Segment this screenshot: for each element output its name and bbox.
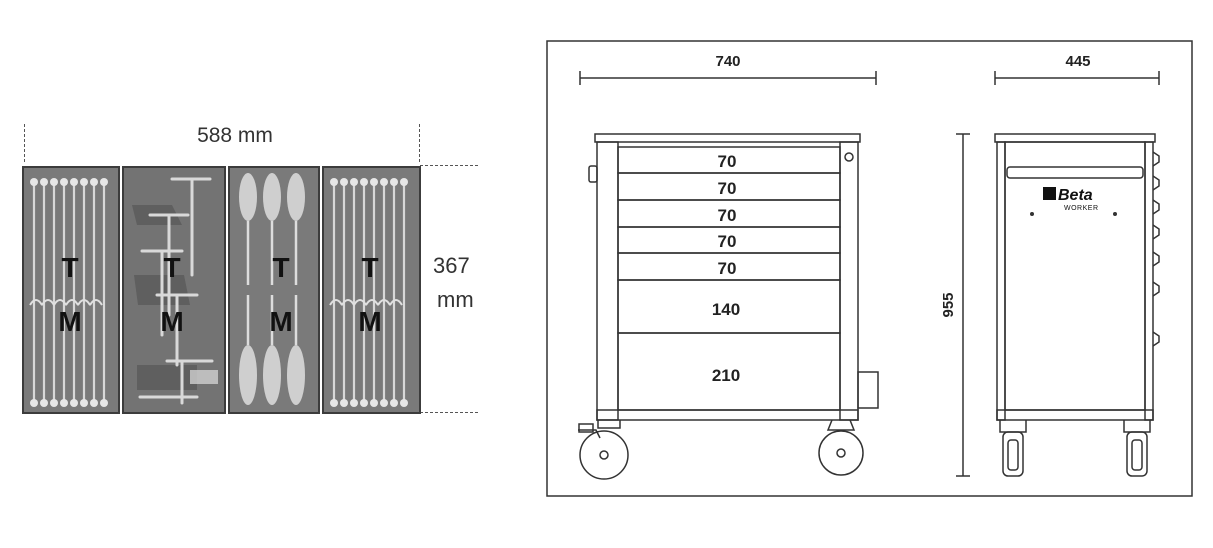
front-width-label: 740 [715,53,740,70]
side-height-label: 955 [940,292,957,317]
tray-module-wrenches-1 [22,166,120,414]
module-3-letter-m: M [269,306,292,337]
tray-height-unit: mm [437,287,474,312]
beta-logo: Beta WORKER [1043,187,1099,212]
tray-height-ext-bottom [420,412,478,413]
tray-width-ext-left [24,124,25,162]
module-1-letter-m: M [58,306,81,337]
drawer-7-height: 210 [712,366,740,385]
front-view [588,133,879,421]
tray-modules: T M T M T M T M [22,166,421,414]
tray-module-t-handles [122,166,226,414]
front-width-dimension [579,71,877,85]
side-wheel-right [1123,420,1151,477]
tray-height-ext-top [420,165,478,166]
side-height-dimension [956,133,970,477]
tray-module-wrenches-2 [322,166,421,414]
front-wheel-right [818,419,864,476]
side-depth-label: 445 [1065,53,1090,70]
module-2-letter-m: M [160,306,183,337]
drawer-2-height: 70 [718,179,737,198]
beta-logo-sub: WORKER [1064,205,1099,212]
module-3-letter-t: T [272,252,289,283]
module-4-letter-t: T [361,252,378,283]
drawer-1-height: 70 [718,152,737,171]
side-wheel-left [999,420,1027,477]
side-depth-dimension [994,71,1160,85]
module-4-letter-m: M [358,306,381,337]
drawer-6-height: 140 [712,300,740,319]
tray-diagram: 588 mm 367 mm [0,0,500,548]
side-rivet-right [1113,212,1117,216]
module-1-letter-t: T [61,252,78,283]
side-view [994,133,1160,421]
tray-height-value: 367 [433,253,470,278]
front-wheel-left [578,420,629,480]
tray-width-ext-right [419,124,420,162]
drawer-4-height: 70 [718,232,737,251]
drawing-frame [546,40,1193,497]
tray-module-screwdrivers [228,166,320,414]
module-2-letter-t: T [163,252,180,283]
tray-width-label: 588 mm [197,124,273,147]
beta-logo-mark [1043,187,1056,200]
side-rivet-left [1030,212,1034,216]
drawer-3-height: 70 [718,206,737,225]
drawer-5-height: 70 [718,259,737,278]
beta-logo-text: Beta [1058,187,1093,204]
